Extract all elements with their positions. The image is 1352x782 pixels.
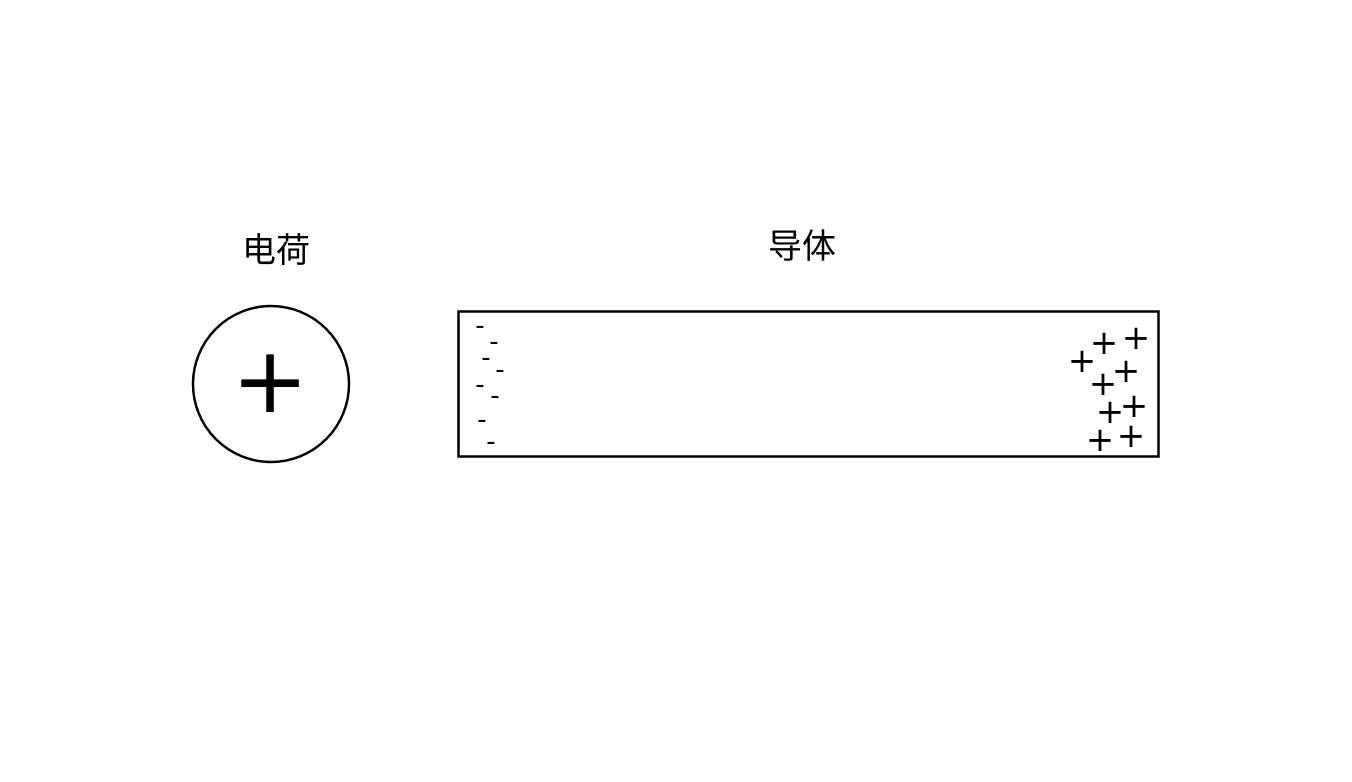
positive-charge-mark: + <box>1090 323 1119 363</box>
negative-charge-mark: - <box>477 405 486 435</box>
positive-charge-mark: + <box>1068 341 1097 381</box>
positive-charges: +++++++++ <box>1068 318 1151 460</box>
positive-charge-mark: + <box>1096 392 1125 432</box>
negative-charge-mark: - <box>486 427 495 457</box>
conductor-label: 导体 <box>768 227 836 267</box>
charge-label: 电荷 <box>242 231 310 271</box>
conductor-bar <box>457 310 1160 458</box>
negative-charge-mark: - <box>495 355 504 385</box>
positive-charge-mark: + <box>1117 416 1146 456</box>
negative-charge-mark: - <box>490 381 499 411</box>
charge-circle <box>191 304 351 464</box>
positive-charge-mark: + <box>1120 386 1149 426</box>
negative-charge-mark: - <box>475 370 484 400</box>
positive-charge-mark: + <box>1089 364 1118 404</box>
negative-charges: -------- <box>475 311 504 457</box>
positive-charge-mark: + <box>1112 351 1141 391</box>
negative-charge-mark: - <box>475 311 484 341</box>
negative-charge-mark: - <box>481 343 490 373</box>
charge-plus-symbol: + <box>231 327 308 434</box>
negative-charge-mark: - <box>489 327 498 357</box>
positive-charge-mark: + <box>1122 318 1151 358</box>
positive-charge-mark: + <box>1086 420 1115 460</box>
